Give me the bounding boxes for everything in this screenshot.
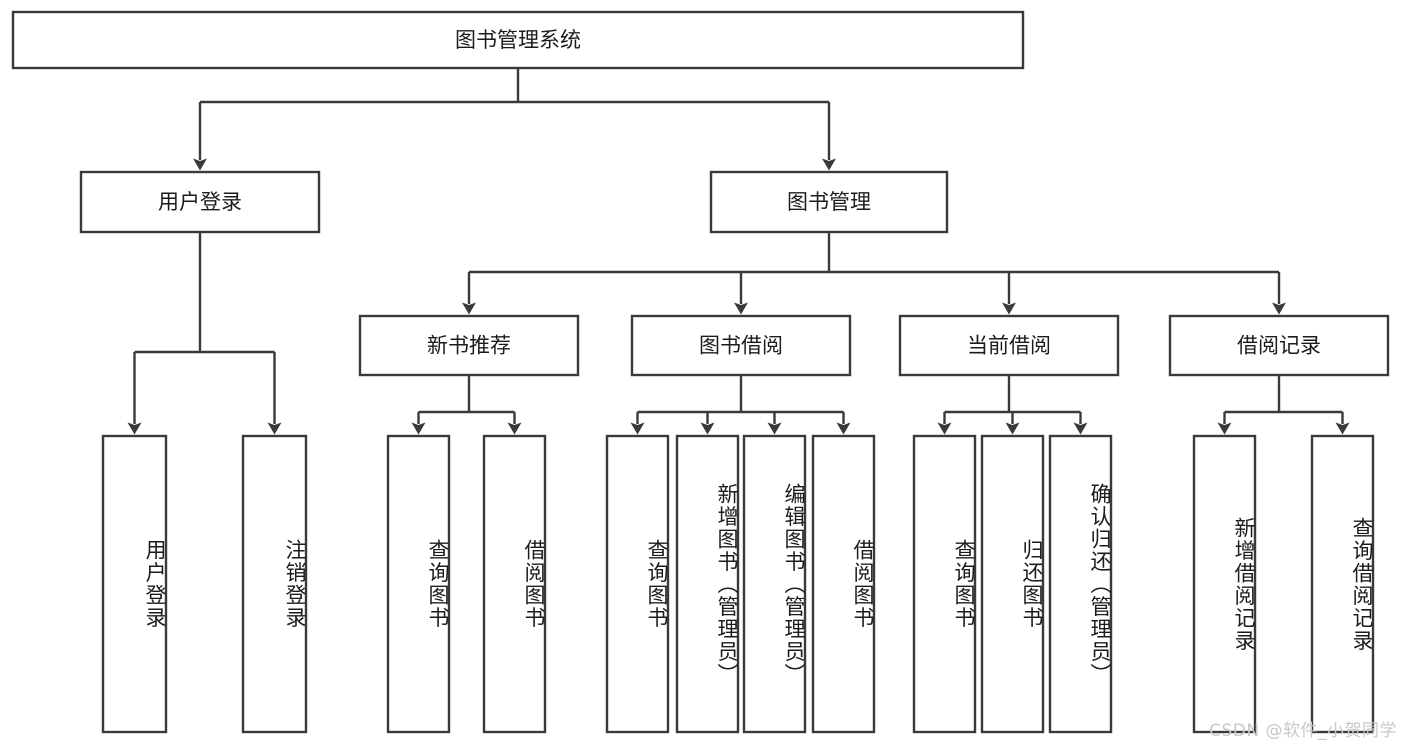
node-root[interactable]: 图书管理系统 — [11, 10, 1025, 70]
node-box — [386, 434, 451, 734]
node-box — [241, 434, 308, 734]
node-box — [898, 314, 1120, 377]
node-box — [980, 434, 1045, 734]
node-leaf-user-logout[interactable] — [241, 434, 308, 734]
edges-layer — [127, 68, 1350, 435]
node-leaf-add-borrow-record[interactable] — [1192, 434, 1257, 734]
node-label: 图书管理系统 — [455, 28, 581, 52]
node-box — [101, 434, 168, 734]
node-label: 当前借阅 — [967, 334, 1051, 358]
node-leaf-query-book-2[interactable] — [605, 434, 670, 734]
node-leaf-borrow-book-2[interactable] — [811, 434, 876, 734]
node-box — [811, 434, 876, 734]
node-box — [11, 10, 1025, 70]
node-user-login[interactable]: 用户登录 — [79, 170, 321, 234]
node-leaf-confirm-return[interactable] — [1048, 434, 1113, 734]
node-new-book-recommend[interactable]: 新书推荐 — [358, 314, 580, 377]
node-leaf-return-book[interactable] — [980, 434, 1045, 734]
node-label: 新书推荐 — [427, 334, 511, 358]
node-box — [358, 314, 580, 377]
node-box — [742, 434, 807, 734]
node-book-borrow[interactable]: 图书借阅 — [630, 314, 852, 377]
node-box — [79, 170, 321, 234]
node-leaf-add-book[interactable] — [675, 434, 740, 734]
node-box — [482, 434, 547, 734]
node-box — [1168, 314, 1390, 377]
node-box — [1192, 434, 1257, 734]
node-label: 图书借阅 — [699, 334, 783, 358]
node-box — [912, 434, 977, 734]
node-leaf-user-login[interactable] — [101, 434, 168, 734]
node-box — [675, 434, 740, 734]
node-leaf-query-borrow-record[interactable] — [1310, 434, 1375, 734]
node-box — [1048, 434, 1113, 734]
node-leaf-query-book-1[interactable] — [386, 434, 451, 734]
node-box — [1310, 434, 1375, 734]
node-box — [630, 314, 852, 377]
node-leaf-edit-book[interactable] — [742, 434, 807, 734]
node-leaf-query-book-3[interactable] — [912, 434, 977, 734]
node-book-management[interactable]: 图书管理 — [709, 170, 949, 234]
watermark-text: CSDN @软件_小贺同学 — [1209, 721, 1397, 741]
node-box — [605, 434, 670, 734]
node-borrow-record[interactable]: 借阅记录 — [1168, 314, 1390, 377]
node-label: 借阅记录 — [1237, 334, 1321, 358]
node-box — [709, 170, 949, 234]
node-label: 用户登录 — [158, 190, 242, 214]
node-leaf-borrow-book-1[interactable] — [482, 434, 547, 734]
node-label: 图书管理 — [787, 190, 871, 214]
node-current-borrow[interactable]: 当前借阅 — [898, 314, 1120, 377]
